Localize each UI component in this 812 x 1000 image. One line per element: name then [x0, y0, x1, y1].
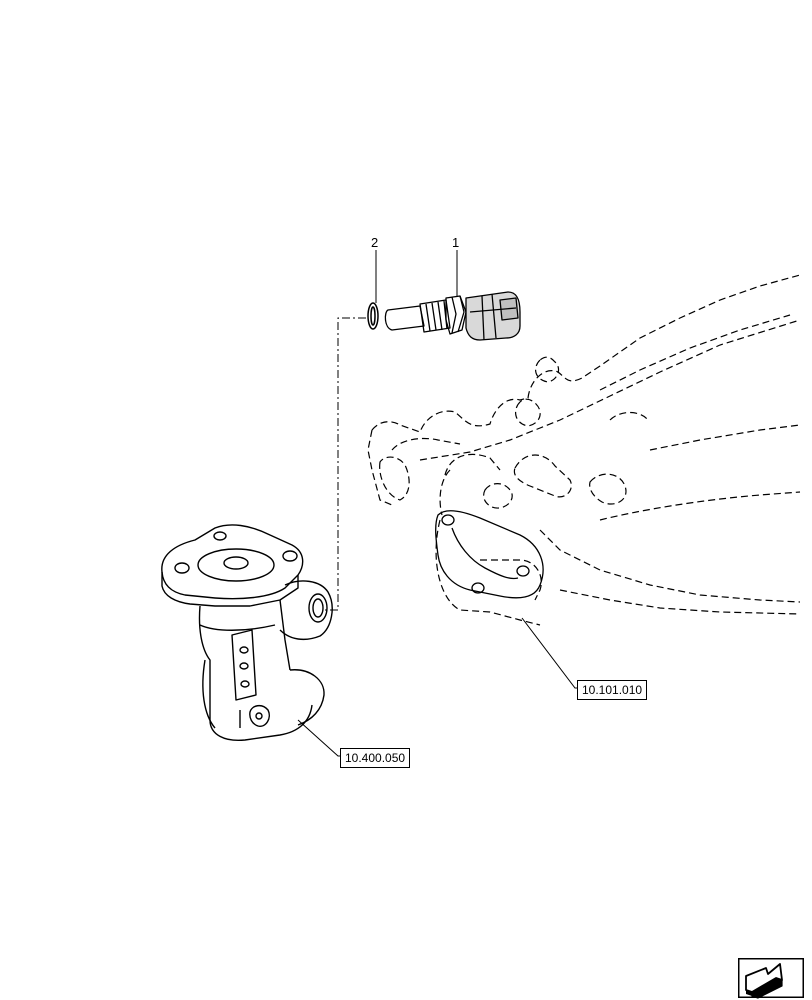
reference-box-thermostat[interactable]: 10.400.050 — [340, 748, 411, 768]
callout-leaders — [297, 250, 578, 757]
callout-item-1: 1 — [452, 235, 460, 250]
callout-item-2: 2 — [371, 235, 379, 250]
o-ring-part — [367, 302, 379, 330]
thermostat-housing — [161, 524, 333, 742]
arrow-next-page-icon[interactable] — [738, 958, 804, 999]
engine-block-phantom — [367, 274, 801, 626]
block-flange-face — [435, 510, 544, 599]
temperature-sender-part — [384, 291, 521, 341]
reference-box-manifold[interactable]: 10.101.010 — [577, 680, 648, 700]
